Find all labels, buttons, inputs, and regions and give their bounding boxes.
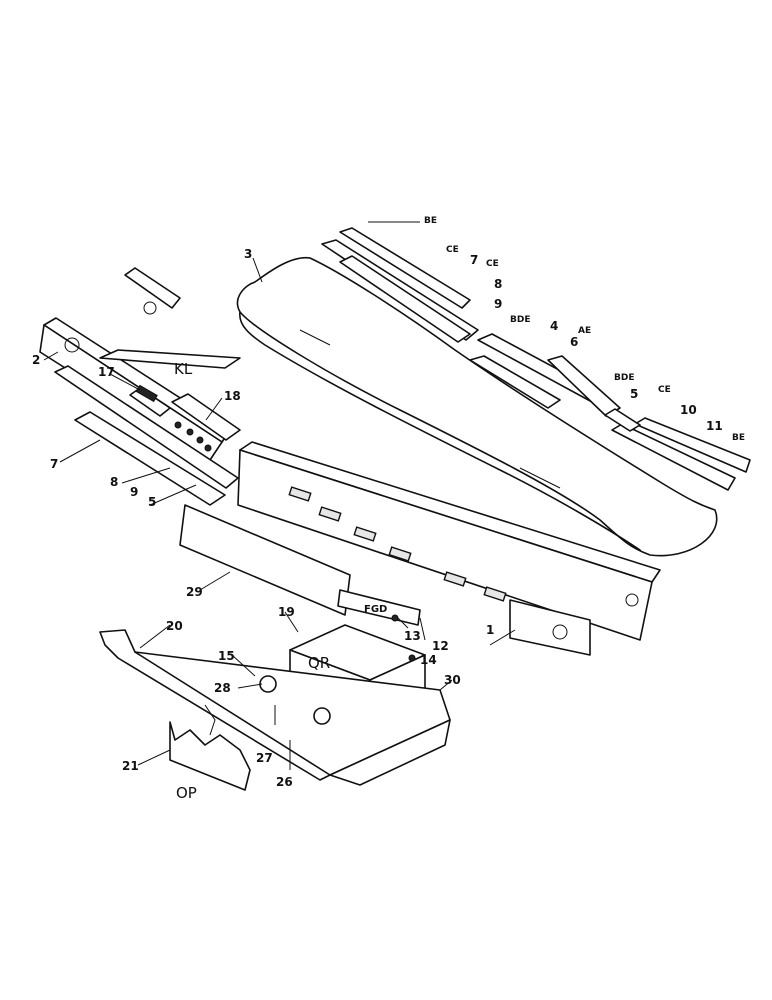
label-be-right: BE xyxy=(732,433,745,443)
label-2: 2 xyxy=(32,353,40,367)
label-26: 26 xyxy=(276,775,293,789)
label-21: 21 xyxy=(122,759,139,773)
lower-tray-assembly xyxy=(99,629,451,791)
upper-frame-rails xyxy=(321,227,751,491)
label-be-top: BE xyxy=(424,216,437,226)
label-qr: QR xyxy=(308,654,330,672)
label-3: 3 xyxy=(244,247,252,261)
label-19: 19 xyxy=(278,605,295,619)
label-29: 29 xyxy=(186,585,203,599)
label-12: 12 xyxy=(432,639,449,653)
label-20: 20 xyxy=(166,619,183,633)
label-14: 14 xyxy=(420,653,437,667)
label-ae: AE xyxy=(578,326,591,336)
label-13: 13 xyxy=(404,629,421,643)
long-side-frame xyxy=(179,441,661,656)
main-left-frame xyxy=(39,267,241,506)
label-ce-1: CE xyxy=(446,245,459,255)
label-10: 10 xyxy=(680,403,697,417)
label-ce-3: CE xyxy=(658,385,671,395)
label-17: 17 xyxy=(98,365,115,379)
label-30: 30 xyxy=(444,673,461,687)
label-8-left: 8 xyxy=(110,475,118,489)
label-27: 27 xyxy=(256,751,273,765)
conveyor-belt xyxy=(236,257,718,557)
label-fgd: FGD xyxy=(364,604,387,615)
label-6: 6 xyxy=(570,335,578,349)
label-9-left: 9 xyxy=(130,485,138,499)
label-5-right: 5 xyxy=(630,387,638,401)
label-bde-2: BDE xyxy=(614,373,634,383)
label-8-right: 8 xyxy=(494,277,502,291)
label-11: 11 xyxy=(706,419,723,433)
label-4: 4 xyxy=(550,319,558,333)
label-15: 15 xyxy=(218,649,235,663)
label-18: 18 xyxy=(224,389,241,403)
part-labels: 1 2 3 4 5 5 6 7 7 8 8 9 9 10 11 12 13 14… xyxy=(32,216,745,802)
label-7-left: 7 xyxy=(50,457,58,471)
label-op: OP xyxy=(176,784,197,802)
label-5-left: 5 xyxy=(148,495,156,509)
label-1: 1 xyxy=(486,623,494,637)
label-ce-2: CE xyxy=(486,259,499,269)
label-28: 28 xyxy=(214,681,231,695)
label-7-right: 7 xyxy=(470,253,478,267)
leader-lines xyxy=(43,221,516,770)
label-bde-1: BDE xyxy=(510,315,530,325)
label-kl: KL xyxy=(174,360,193,378)
label-9-right: 9 xyxy=(494,297,502,311)
